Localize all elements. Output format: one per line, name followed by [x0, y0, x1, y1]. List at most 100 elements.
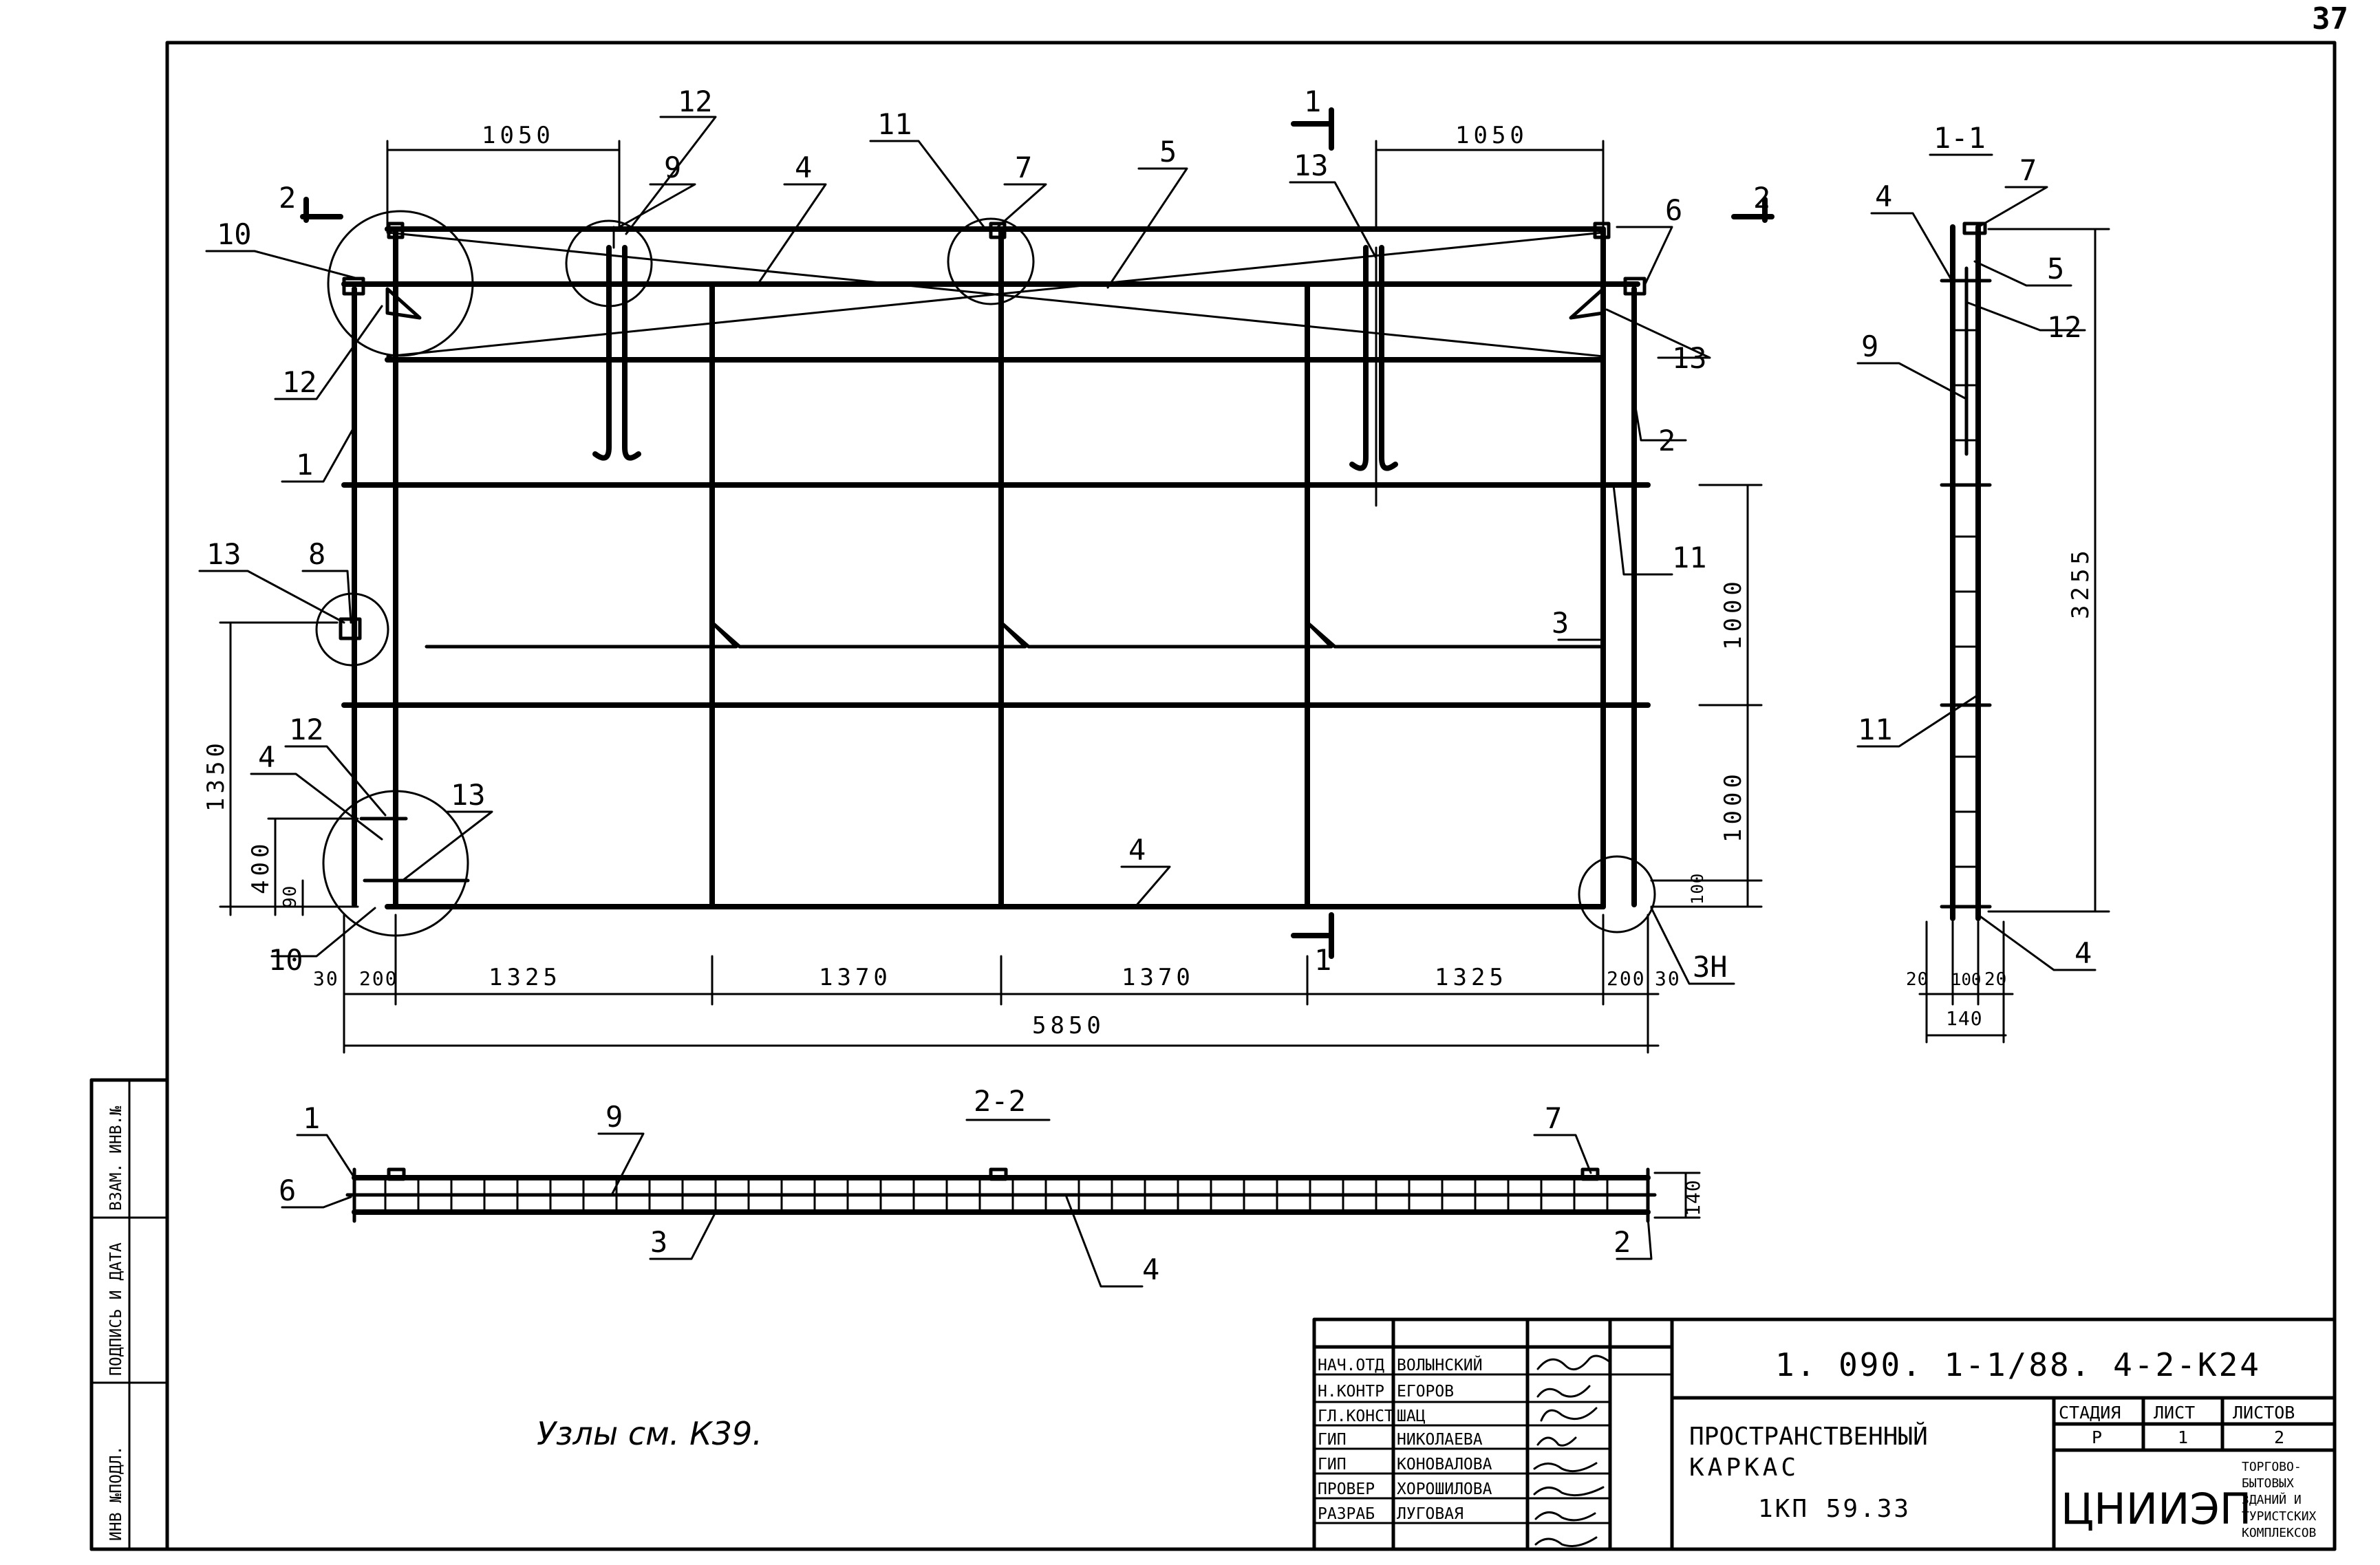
- section-1-1-callout-4-bottom: 4: [2075, 936, 2092, 970]
- sig-role-5: ПРОВЕР: [1318, 1480, 1375, 1498]
- callout-12-bottom: 12: [289, 713, 324, 746]
- section-mark-1-top: 1: [1304, 85, 1321, 118]
- callout-3: 3: [1552, 606, 1569, 640]
- section-2-2-rungs: [384, 1176, 1609, 1213]
- sheet-label: ЛИСТ: [2154, 1403, 2195, 1423]
- drawing-frame: [89, 41, 2337, 1551]
- product-mark: 1КП 59.33: [1758, 1495, 1911, 1523]
- callout-9: 9: [664, 151, 681, 184]
- side-strip-replace-inv: ВЗАМ. ИНВ.№: [107, 1105, 125, 1211]
- description-line-1: ПРОСТРАНСТВЕННЫЙ: [1689, 1422, 1928, 1451]
- dim-bottom-1370-a: 1370: [819, 964, 892, 991]
- dim-bottom-200-right: 200: [1607, 967, 1646, 990]
- section-2-2-callout-7: 7: [1545, 1101, 1562, 1135]
- section-2-2-callout-1: 1: [303, 1101, 320, 1135]
- section-1-1-callout-12: 12: [2047, 310, 2082, 344]
- frame-elevation: [315, 210, 1656, 937]
- section-1-1-dim-20-left: 20: [1906, 969, 1929, 990]
- sig-role-6: РАЗРАБ: [1318, 1505, 1375, 1523]
- stage-label: СТАДИЯ: [2059, 1403, 2121, 1423]
- section-2-2-callout-4: 4: [1142, 1253, 1159, 1286]
- dim-bottom-1325-left: 1325: [489, 964, 561, 991]
- callout-4-top: 4: [795, 151, 812, 184]
- section-1-1: [1856, 153, 2110, 1044]
- stage-value: Р: [2092, 1427, 2102, 1447]
- callout-leaders: [198, 116, 1735, 985]
- callout-1: 1: [296, 448, 313, 482]
- callout-8: 8: [308, 537, 325, 571]
- side-strip-signature: ПОДПИСЬ И ДАТА: [107, 1242, 125, 1376]
- description-line-2: КАРКАС: [1689, 1454, 1799, 1482]
- sig-role-3: ГИП: [1318, 1431, 1347, 1449]
- sig-name-4: КОНОВАЛОВА: [1397, 1456, 1492, 1474]
- dim-bottom-200-left: 200: [359, 967, 398, 990]
- callout-2: 2: [1658, 424, 1675, 457]
- side-strip-inv-no: ИНВ №ПОДЛ.: [107, 1446, 125, 1541]
- section-mark-2-right: 2: [1753, 181, 1770, 215]
- callout-4-bottom: 4: [1128, 833, 1146, 867]
- section-mark-1-bottom: 1: [1314, 943, 1331, 977]
- title-block: [1312, 1317, 2337, 1551]
- dim-right-100: 100: [1688, 873, 1707, 905]
- callout-12-left: 12: [282, 365, 317, 399]
- section-1-1-dim-20-right: 20: [1984, 969, 2007, 990]
- sig-name-1: ЕГОРОВ: [1397, 1383, 1454, 1401]
- section-1-1-dim-140: 140: [1946, 1007, 1983, 1030]
- section-2-2-dim-140: 140: [1682, 1179, 1704, 1216]
- sheets-value: 2: [2274, 1427, 2284, 1447]
- callout-7: 7: [1015, 151, 1032, 184]
- dim-left-1350: 1350: [202, 739, 230, 812]
- document-code: 1. 090. 1-1/88. 4-2-К24: [1775, 1346, 2261, 1383]
- sheets-label: ЛИСТОВ: [2233, 1403, 2295, 1423]
- sig-name-6: ЛУГОВАЯ: [1397, 1505, 1464, 1523]
- section-1-1-dim-3255: 3255: [2067, 546, 2094, 619]
- org-sub-line-4: КОМПЛЕКСОВ: [2242, 1526, 2316, 1540]
- sig-role-4: ГИП: [1318, 1456, 1347, 1474]
- org-sub-line-0: ТОРГОВО-: [2242, 1460, 2302, 1474]
- section-2-2-callout-2: 2: [1614, 1225, 1631, 1259]
- dim-bottom-1325-right: 1325: [1435, 964, 1508, 991]
- elevation-dimensions: [219, 140, 1763, 1054]
- sig-name-2: ШАЦ: [1397, 1407, 1426, 1425]
- callout-6: 6: [1665, 193, 1682, 227]
- dim-top-right-1050: 1050: [1455, 122, 1528, 149]
- callout-10-bottom: 10: [268, 943, 303, 977]
- org-sub-line-2: ЗДАНИЙ И: [2242, 1492, 2302, 1507]
- sig-role-2: ГЛ.КОНСТ: [1318, 1407, 1394, 1425]
- section-2-2-callout-3: 3: [650, 1225, 667, 1259]
- sig-role-1: Н.КОНТР: [1318, 1383, 1384, 1401]
- callout-13-bottom: 13: [451, 778, 486, 812]
- nodes-reference-note: Узлы см. К39.: [537, 1415, 762, 1452]
- org-sub-line-1: БЫТОВЫХ: [2242, 1476, 2294, 1491]
- section-2-2-callout-9: 9: [605, 1100, 623, 1134]
- sheet-number: 37: [2312, 1, 2348, 36]
- callout-10-top: 10: [217, 217, 252, 251]
- section-2-2-callout-6: 6: [279, 1174, 296, 1207]
- callout-3n: 3Н: [1693, 950, 1728, 984]
- section-1-1-callout-5: 5: [2047, 252, 2064, 285]
- section-1-1-callout-7: 7: [2019, 153, 2037, 187]
- sheet-value: 1: [2178, 1427, 2188, 1447]
- callout-11-right: 11: [1672, 541, 1707, 574]
- callout-13-left: 13: [206, 537, 242, 571]
- sig-name-3: НИКОЛАЕВА: [1397, 1431, 1483, 1449]
- dim-bottom-30-right: 30: [1655, 967, 1681, 990]
- dim-top-left-1050: 1050: [482, 122, 555, 149]
- sig-name-5: ХОРОШИЛОВА: [1397, 1480, 1492, 1498]
- dim-total-5850: 5850: [1032, 1012, 1105, 1039]
- dim-bottom-1370-b: 1370: [1122, 964, 1194, 991]
- organization-name: ЦНИИЭП: [2061, 1484, 2251, 1534]
- dim-left-400: 400: [247, 840, 275, 894]
- dim-bottom-30-left: 30: [313, 967, 339, 990]
- section-1-1-callout-9: 9: [1861, 330, 1878, 363]
- callout-13-right: 13: [1672, 341, 1707, 375]
- org-sub-line-3: ТУРИСТСКИХ: [2242, 1509, 2317, 1524]
- callout-4-left: 4: [258, 740, 275, 774]
- section-1-1-title: 1-1: [1933, 121, 1986, 155]
- dim-right-1000-top: 1000: [1719, 577, 1747, 650]
- section-marks: [300, 107, 1775, 959]
- dim-right-1000-bottom: 1000: [1719, 770, 1747, 843]
- callout-13-top: 13: [1294, 149, 1329, 182]
- callout-5: 5: [1159, 135, 1177, 169]
